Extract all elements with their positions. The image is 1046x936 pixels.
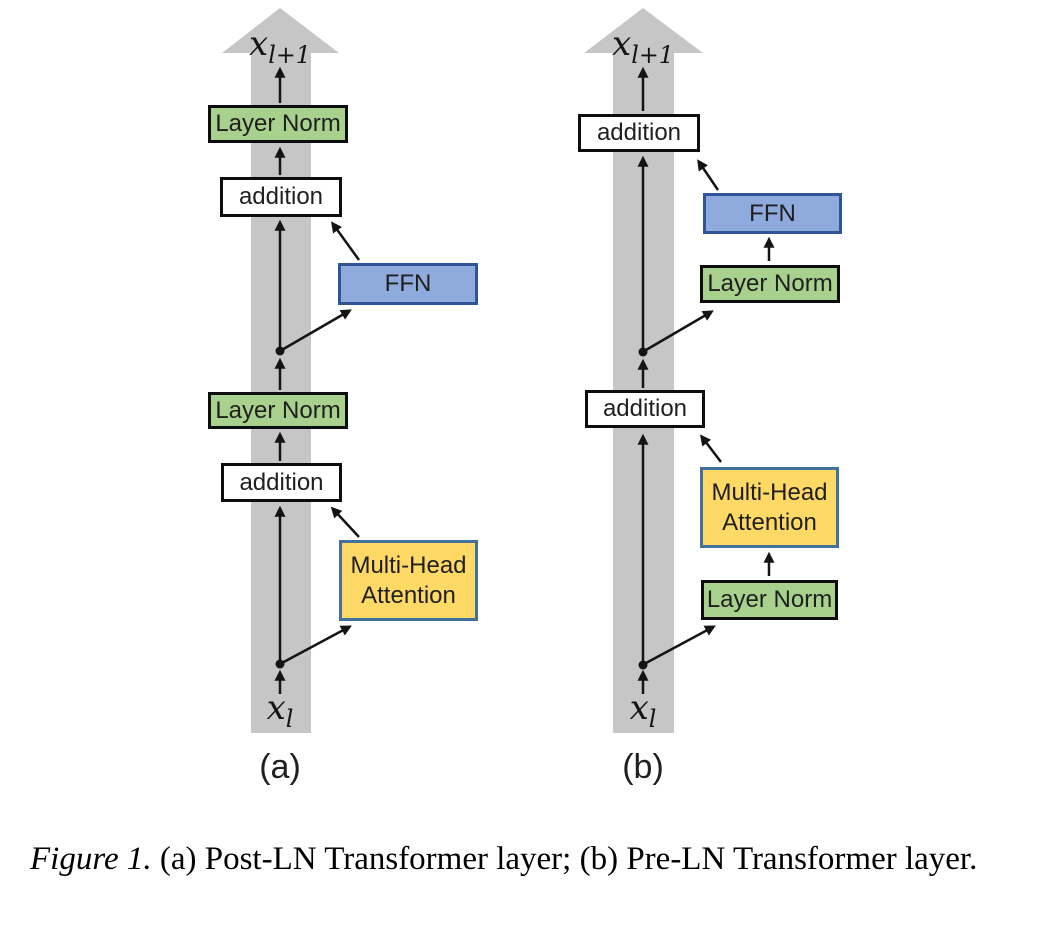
arrow-mha-to-add-b bbox=[700, 434, 722, 463]
addition-lower-box-a: addition bbox=[221, 463, 342, 502]
arrow-mha-to-add-a bbox=[330, 506, 360, 538]
ffn-box-a: FFN bbox=[338, 263, 478, 305]
arrow-branch-to-ln-lower-b bbox=[645, 625, 716, 665]
arrow-branch-to-mha-a bbox=[279, 625, 352, 666]
addition-top-box-b: addition bbox=[578, 114, 700, 152]
ffn-label: FFN bbox=[749, 199, 796, 227]
band-arrowhead-left bbox=[222, 8, 339, 53]
layer-norm-upper-box-b: Layer Norm bbox=[700, 265, 840, 303]
band-arrowhead-right bbox=[584, 8, 703, 53]
branch-dot-upper-a bbox=[275, 346, 285, 356]
input-var-label-a: xl bbox=[266, 688, 294, 733]
mha-label-line2: Attention bbox=[361, 581, 456, 609]
addition-mid-box-b: addition bbox=[585, 390, 705, 428]
multi-head-attention-box-a: Multi-Head Attention bbox=[339, 540, 478, 621]
layer-norm-label: Layer Norm bbox=[706, 586, 833, 613]
branch-dot-lower-b bbox=[638, 660, 648, 670]
layer-norm-label: Layer Norm bbox=[215, 396, 341, 424]
figure-caption-text: (a) Post-LN Transformer layer; (b) Pre-L… bbox=[151, 841, 978, 877]
figure-caption-number: Figure 1. bbox=[30, 841, 152, 877]
arrows-layer bbox=[222, 8, 775, 694]
mha-label-line2: Attention bbox=[722, 508, 817, 536]
addition-label: addition bbox=[239, 468, 324, 496]
panel-label-b: (b) bbox=[622, 748, 664, 786]
mha-label-line1: Multi-Head bbox=[350, 551, 467, 579]
panel-label-a: (a) bbox=[259, 748, 301, 786]
branch-dot-lower-a bbox=[275, 659, 285, 669]
layer-norm-label: Layer Norm bbox=[707, 270, 833, 297]
layer-norm-mid-box-a: Layer Norm bbox=[208, 392, 348, 429]
arrow-ffn-to-add-a bbox=[331, 221, 361, 261]
mha-label-line1: Multi-Head bbox=[711, 478, 828, 506]
layer-norm-label: Layer Norm bbox=[215, 110, 341, 137]
addition-upper-box-a: addition bbox=[220, 177, 342, 217]
addition-label: addition bbox=[238, 183, 324, 210]
addition-label: addition bbox=[602, 395, 688, 422]
arrow-branch-to-ffn-a bbox=[279, 309, 352, 353]
output-var-label-b: xl+1 bbox=[612, 24, 674, 69]
figure-caption: Figure 1. (a) Post-LN Transformer layer;… bbox=[30, 836, 1032, 882]
arrow-branch-to-ln-upper-b bbox=[645, 310, 714, 352]
ffn-box-b: FFN bbox=[703, 193, 842, 234]
addition-label: addition bbox=[596, 119, 682, 146]
ffn-label: FFN bbox=[384, 270, 432, 297]
layer-norm-lower-box-b: Layer Norm bbox=[701, 580, 838, 620]
branch-dot-upper-b bbox=[638, 347, 648, 357]
input-var-label-b: xl bbox=[629, 688, 657, 733]
layer-norm-top-box-a: Layer Norm bbox=[208, 105, 348, 143]
arrow-ffn-to-add-b bbox=[697, 159, 720, 191]
output-var-label-a: xl+1 bbox=[249, 24, 311, 69]
multi-head-attention-box-b: Multi-Head Attention bbox=[700, 467, 839, 548]
